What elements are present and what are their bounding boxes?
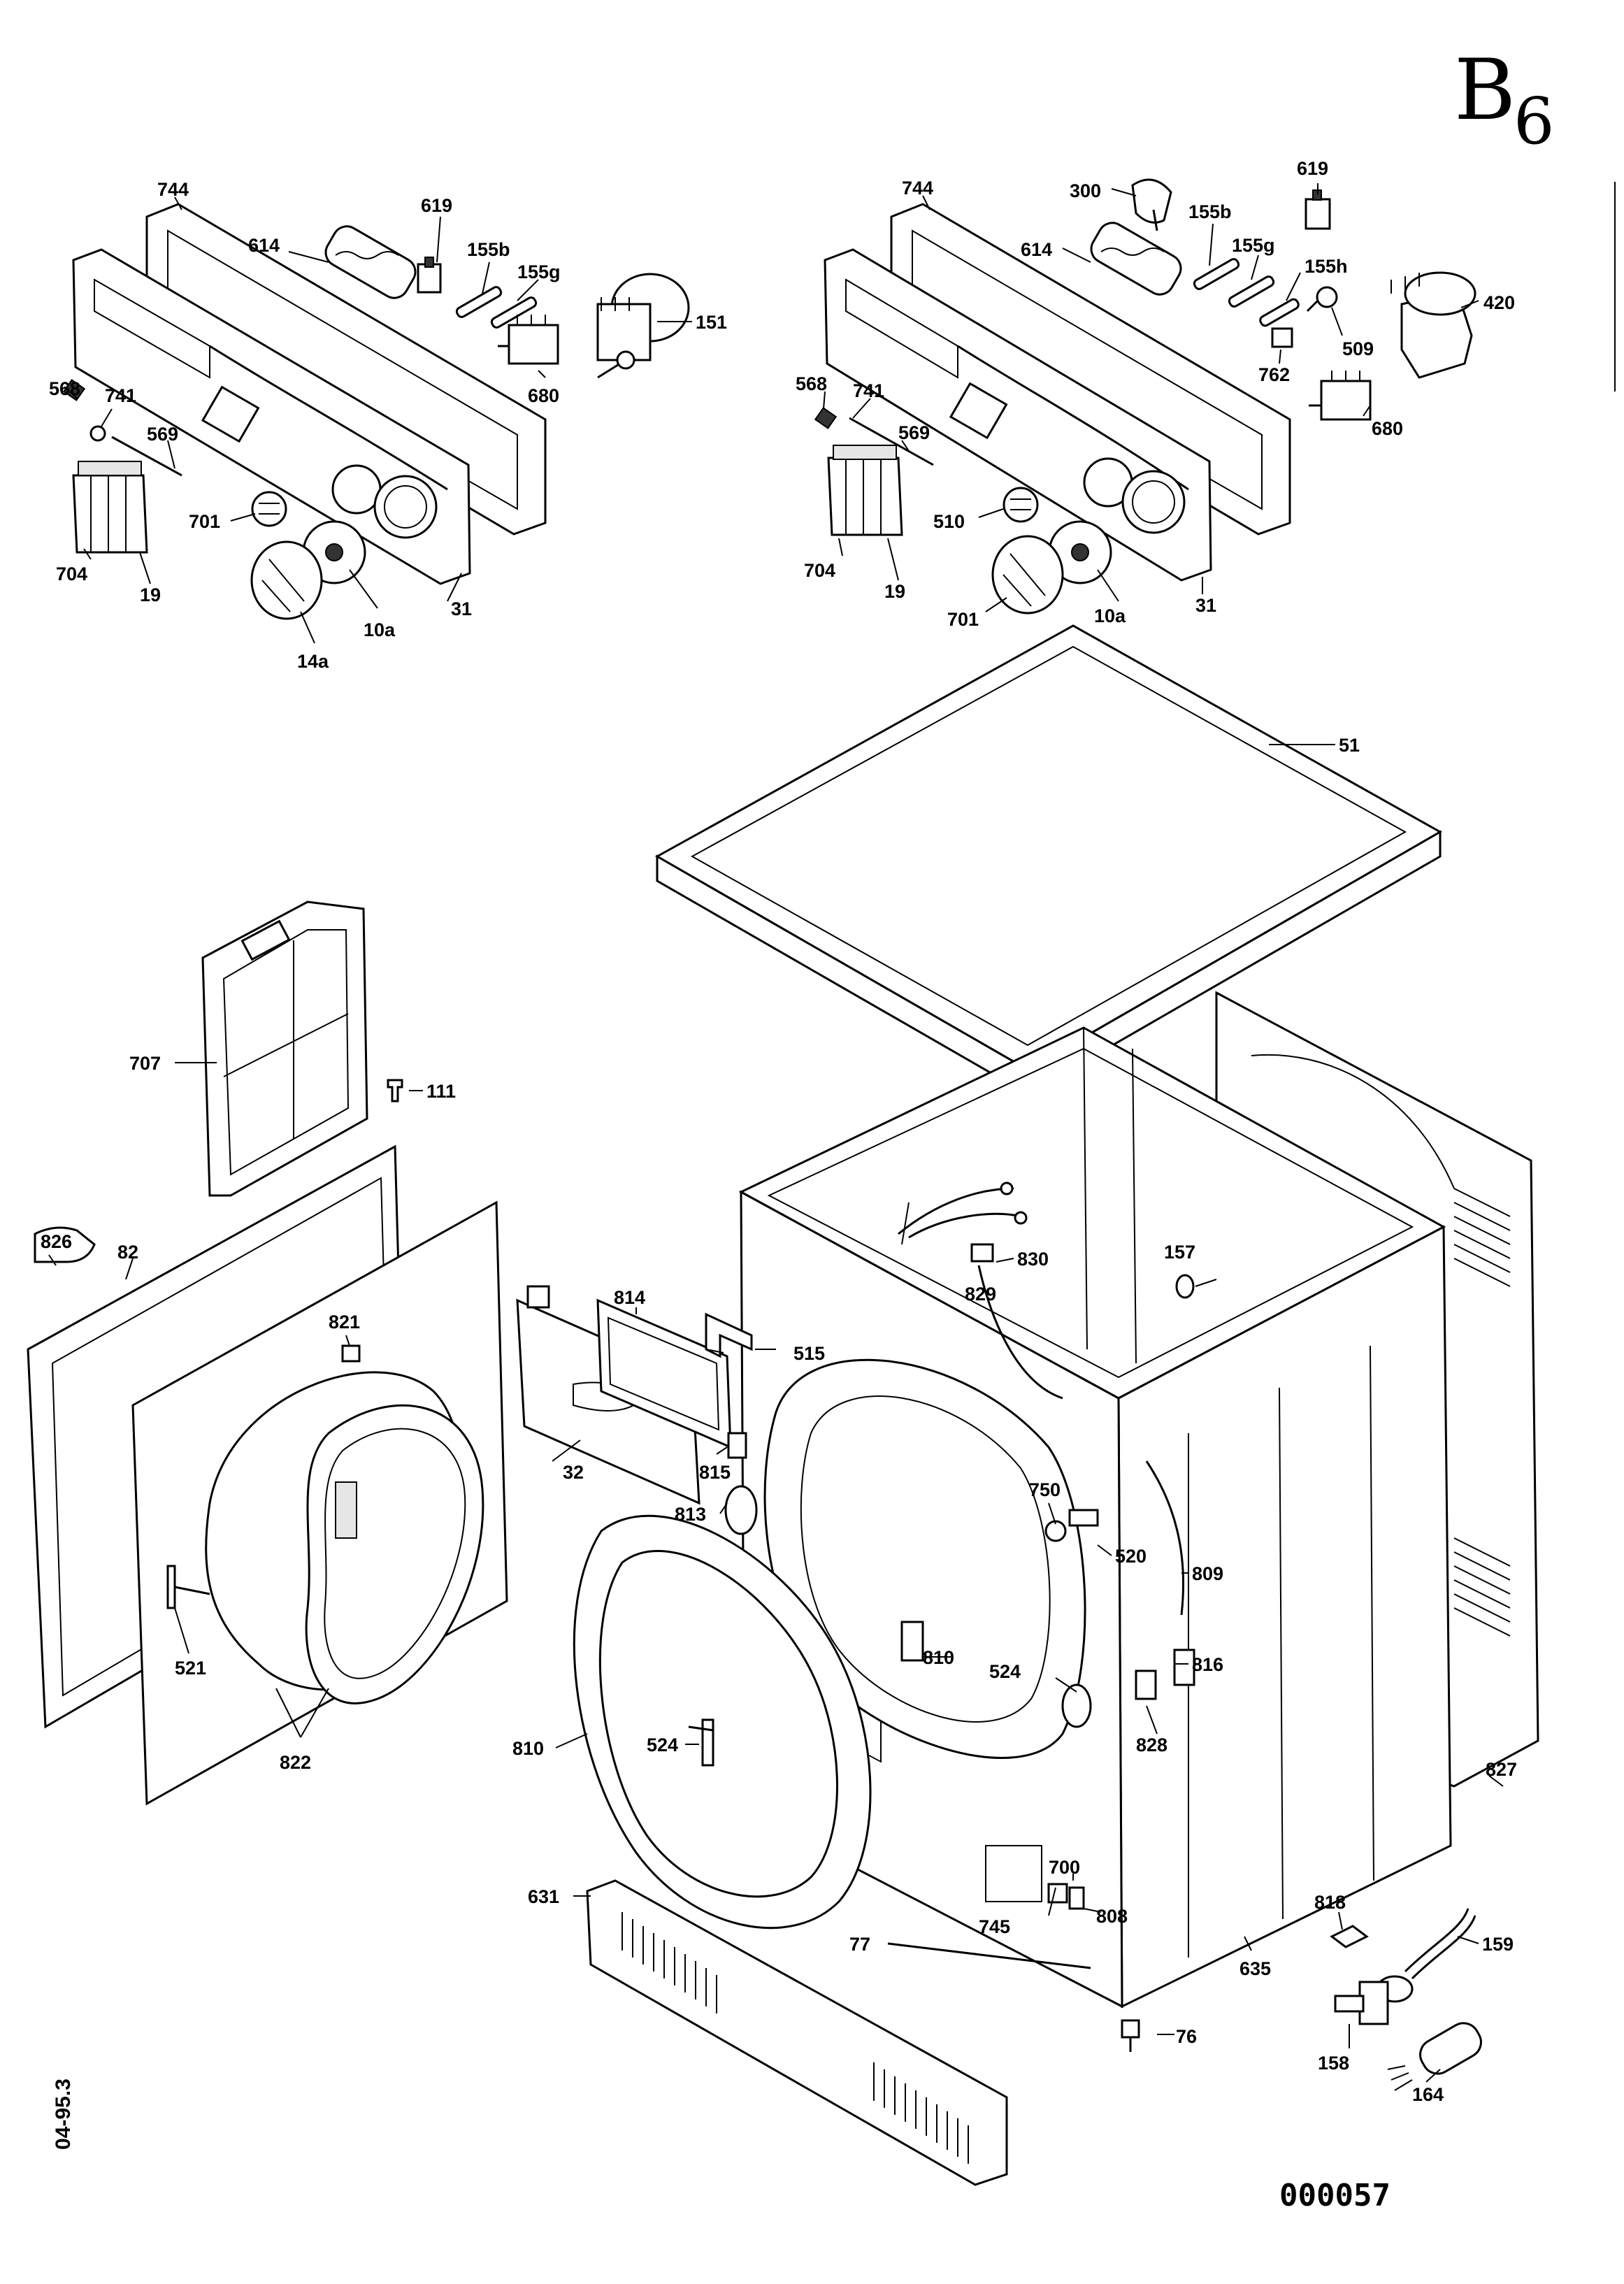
callout-300: 300 — [1070, 180, 1101, 201]
callout-815: 815 — [699, 1462, 731, 1483]
callout-79: 76 — [1176, 2026, 1197, 2047]
top-lid: 51 — [654, 624, 1443, 1096]
door-assembly: 826 82 821 521 822 — [27, 1144, 508, 1806]
callout-19-right: 19 — [884, 581, 905, 602]
callout-762: 762 — [1258, 364, 1290, 385]
callout-155b-right: 155b — [1188, 201, 1232, 222]
callout-569-right: 569 — [898, 422, 930, 443]
callout-151: 151 — [696, 312, 727, 333]
lint-filter: 707 111 — [129, 900, 456, 1197]
control-panel-assembly-left: 744 614 619 155b 155g 151 680 568 741 56… — [49, 179, 727, 672]
callout-51: 51 — [1339, 735, 1360, 756]
callout-745: 631 — [528, 1886, 559, 1907]
callout-76: 635 — [1239, 1958, 1271, 1979]
document-number: 000057 — [1279, 2178, 1391, 2213]
callout-635: 818 — [1314, 1892, 1346, 1913]
callout-704-right: 704 — [804, 560, 835, 581]
callout-707: 707 — [129, 1053, 161, 1074]
callout-680: 680 — [528, 385, 559, 406]
door-seal: 813 810 — [555, 1514, 872, 1930]
sheet-letter: B — [1454, 42, 1516, 139]
callout-619-right: 619 — [1297, 158, 1328, 179]
callout-155g: 155g — [517, 261, 561, 282]
revision-code: 04-95.3 — [52, 2078, 75, 2150]
callout-569: 569 — [147, 424, 178, 445]
callout-704: 704 — [56, 563, 87, 584]
callout-77: 827 — [1486, 1759, 1517, 1780]
callout-509: 509 — [1342, 338, 1374, 359]
callout-741-right: 741 — [853, 380, 884, 401]
callout-701-right: 701 — [947, 609, 979, 630]
callout-10a-right: 10a — [1094, 605, 1126, 626]
callout-158: 158 — [1318, 2053, 1349, 2074]
callout-14a: 14a — [297, 651, 329, 672]
callout-701: 701 — [189, 511, 220, 532]
callout-155b: 155b — [467, 239, 510, 260]
callout-808: 745 — [979, 1916, 1010, 1937]
callout-829: 816 — [1192, 1654, 1223, 1675]
callout-520: 524 — [989, 1661, 1021, 1682]
callout-568-right: 568 — [796, 373, 827, 394]
callout-157: 829 — [965, 1284, 996, 1305]
callout-31: 31 — [451, 598, 472, 619]
callout-10a: 10a — [364, 619, 396, 640]
sheet-number: 6 — [1514, 84, 1555, 159]
callout-568: 568 — [49, 378, 80, 399]
callout-821: 821 — [329, 1312, 360, 1333]
callout-614: 614 — [248, 235, 280, 256]
callout-111: 111 — [426, 1081, 456, 1102]
callout-521: 521 — [175, 1658, 206, 1679]
power-parts: 818 159 158 164 — [1314, 1892, 1514, 2105]
callout-814: 814 — [614, 1287, 645, 1308]
control-panel-assembly-right: 744 614 300 155b 155g 155h 619 420 509 7… — [796, 158, 1515, 630]
callout-164: 164 — [1412, 2084, 1444, 2105]
sheet-mark: B 6 — [1454, 42, 1555, 159]
callout-816: 520 — [1115, 1546, 1147, 1567]
callout-741: 741 — [105, 385, 136, 406]
callout-680-right: 680 — [1372, 418, 1403, 439]
callout-809: 750 — [1029, 1479, 1061, 1500]
callout-818: 808 — [1096, 1906, 1128, 1927]
callout-82: 82 — [117, 1242, 138, 1263]
callout-159: 159 — [1482, 1934, 1514, 1955]
callout-830: 828 — [1136, 1734, 1167, 1755]
callout-631: 157 — [1164, 1242, 1195, 1263]
callout-750: 810 — [923, 1647, 954, 1668]
callout-510: 510 — [933, 511, 965, 532]
callout-827: 830 — [1017, 1249, 1049, 1270]
callout-826: 826 — [41, 1231, 72, 1252]
callout-32: 32 — [563, 1462, 584, 1483]
callout-420: 420 — [1483, 292, 1515, 313]
callout-619: 619 — [421, 195, 452, 216]
callout-828: 809 — [1192, 1563, 1223, 1584]
callout-19: 19 — [140, 584, 161, 605]
callout-155h: 155h — [1305, 256, 1348, 277]
kick-plate — [573, 1879, 1008, 2186]
callout-31-right: 31 — [1195, 595, 1216, 616]
callout-155g-right: 155g — [1232, 235, 1275, 256]
callout-614-right: 614 — [1021, 239, 1052, 260]
callout-515: 515 — [793, 1343, 825, 1364]
callout-822: 822 — [280, 1752, 311, 1773]
callout-744-right: 744 — [902, 178, 933, 199]
callout-700: 77 — [849, 1934, 870, 1955]
callout-744: 744 — [157, 179, 189, 200]
callout-817: 700 — [1049, 1857, 1080, 1878]
base-trim-parts: 814 515 32 815 813 — [516, 1285, 825, 1535]
